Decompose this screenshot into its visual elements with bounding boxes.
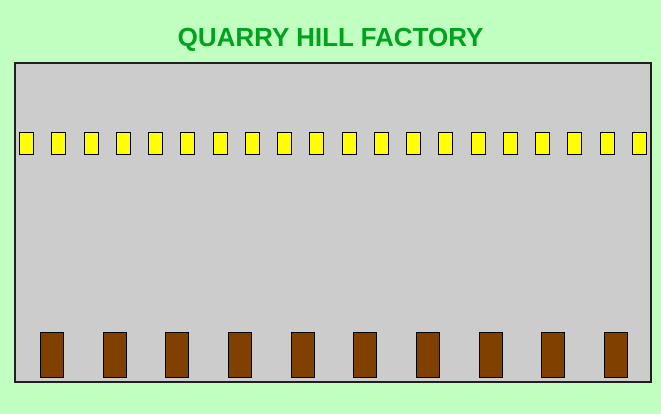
yellow-block [470,132,486,155]
yellow-block [341,132,357,155]
brown-block [290,332,315,378]
yellow-block [438,132,454,155]
yellow-block [115,132,131,155]
yellow-block [83,132,99,155]
brown-block [603,332,628,378]
yellow-block [631,132,647,155]
yellow-block-row [19,132,647,155]
brown-block [227,332,252,378]
yellow-block [244,132,260,155]
yellow-block [535,132,550,155]
brown-block [541,332,566,378]
yellow-block [406,132,421,155]
brown-block [478,332,503,378]
yellow-block [180,132,196,155]
brown-block [40,332,64,378]
factory-floor-panel [14,62,652,383]
yellow-block [19,132,34,155]
brown-block [102,332,127,378]
brown-block-row [40,332,628,378]
brown-block [353,332,378,378]
brown-block [415,332,440,378]
yellow-block [309,132,325,155]
yellow-block [212,132,228,155]
yellow-block [599,132,615,155]
page-title: QUARRY HILL FACTORY [177,22,484,52]
yellow-block [567,132,583,155]
yellow-block [51,132,67,155]
yellow-block [373,132,389,155]
brown-block [165,332,190,378]
yellow-block [277,132,292,155]
yellow-block [148,132,163,155]
yellow-block [502,132,518,155]
